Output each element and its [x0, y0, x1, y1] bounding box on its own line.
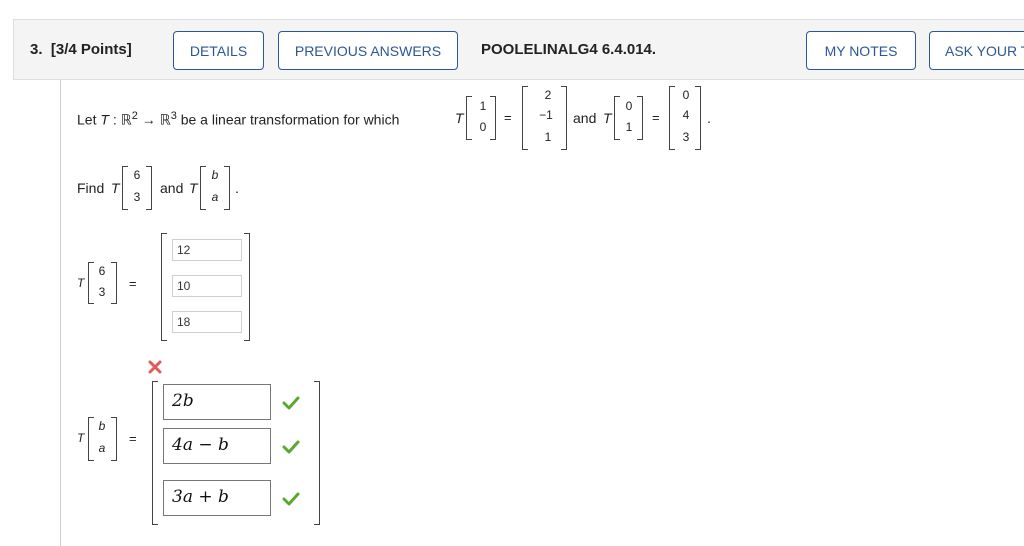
answer-input-1-3[interactable]: 18 [172, 311, 242, 333]
matrix-bracket-right [224, 166, 230, 210]
transform-T-label: T [77, 276, 85, 290]
transform-T-label: T [77, 431, 85, 445]
transform-T-label: T [189, 180, 198, 196]
my-notes-button[interactable]: MY NOTES [806, 31, 916, 70]
matrix-bracket-right [244, 233, 250, 341]
matrix-entry: 4 [682, 108, 690, 122]
and-text: and [160, 180, 184, 196]
problem-statement: Let T : ℝ2 → ℝ3 be a linear transformati… [77, 110, 400, 128]
answer-input-1-1[interactable]: 12 [172, 239, 242, 261]
matrix-entry: −1 [539, 108, 553, 122]
and-text: and [573, 110, 597, 126]
equals-sign: = [652, 110, 660, 125]
matrix-bracket-right [561, 86, 567, 150]
matrix-entry: a [211, 190, 219, 204]
matrix-bracket-left [466, 96, 472, 140]
question-number: 3. [3/4 Points] [30, 41, 132, 58]
equals-sign: = [504, 110, 512, 125]
question-left-border [60, 80, 61, 546]
matrix-bracket-left [122, 166, 128, 210]
matrix-entry: 3 [682, 130, 690, 144]
matrix-entry: 0 [479, 120, 487, 134]
correct-check-icon [282, 396, 300, 410]
matrix-bracket-left [614, 96, 620, 140]
correct-check-icon [282, 492, 300, 506]
matrix-bracket-left [88, 262, 94, 304]
answer-input-2-2[interactable]: 4a − b [163, 428, 271, 464]
matrix-entry: 3 [133, 190, 141, 204]
matrix-bracket-right [695, 86, 701, 150]
equals-sign: = [129, 276, 137, 291]
matrix-entry: 0 [682, 88, 690, 102]
previous-answers-button[interactable]: PREVIOUS ANSWERS [278, 31, 458, 70]
matrix-entry: 3 [98, 285, 106, 299]
matrix-bracket-left [152, 381, 158, 525]
transform-T-label: T [603, 110, 612, 126]
matrix-bracket-right [490, 96, 496, 140]
matrix-entry: b [211, 168, 219, 182]
matrix-entry: 6 [98, 264, 106, 278]
matrix-entry: 0 [625, 99, 633, 113]
matrix-bracket-left [522, 86, 528, 150]
details-button[interactable]: DETAILS [173, 31, 264, 70]
matrix-entry: 1 [544, 130, 552, 144]
matrix-entry: 1 [625, 120, 633, 134]
transform-T-label: T [455, 110, 464, 126]
matrix-entry: b [98, 419, 106, 433]
matrix-bracket-right [314, 381, 320, 525]
matrix-bracket-right [111, 417, 117, 461]
question-id: POOLELINALG4 6.4.014. [481, 41, 657, 58]
ask-teacher-button[interactable]: ASK YOUR T [929, 31, 1024, 70]
matrix-entry: a [98, 441, 106, 455]
matrix-bracket-left [669, 86, 675, 150]
matrix-bracket-right [111, 262, 117, 304]
matrix-entry: 2 [544, 88, 552, 102]
period: . [707, 110, 711, 126]
answer-input-2-1[interactable]: 2b [163, 384, 271, 420]
equals-sign: = [129, 431, 137, 446]
correct-check-icon [282, 440, 300, 454]
period: . [235, 180, 239, 196]
transform-T-label: T [111, 180, 120, 196]
matrix-bracket-right [637, 96, 643, 140]
answer-input-1-2[interactable]: 10 [172, 275, 242, 297]
matrix-entry: 6 [133, 168, 141, 182]
matrix-bracket-left [88, 417, 94, 461]
incorrect-x-icon [148, 360, 162, 374]
find-label: Find [77, 180, 105, 196]
matrix-entry: 1 [479, 99, 487, 113]
matrix-bracket-left [161, 233, 167, 341]
answer-input-2-3[interactable]: 3a + b [163, 480, 271, 516]
question-points: [3/4 Points] [50, 41, 132, 58]
matrix-bracket-left [200, 166, 206, 210]
matrix-bracket-right [146, 166, 152, 210]
